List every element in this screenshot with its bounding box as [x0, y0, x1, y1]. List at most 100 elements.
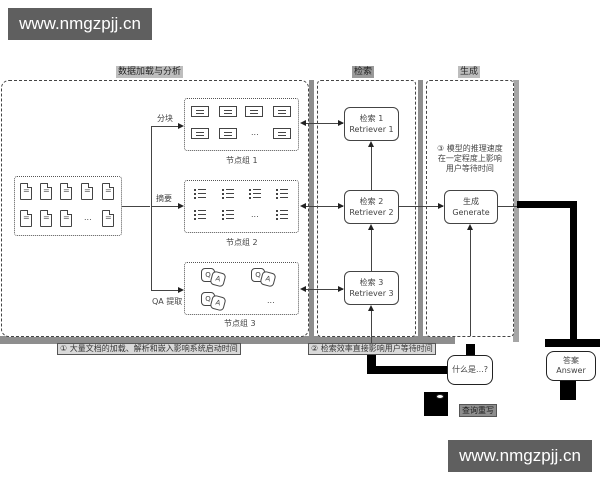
flow-line-gen-query [466, 344, 475, 356]
chunk-icon [273, 128, 291, 139]
answer-bubble-icon: A [209, 270, 227, 288]
lane-title-retrieve: 检索 [352, 66, 375, 78]
flow-line-query-v [367, 346, 376, 374]
chunk-icon [191, 106, 209, 117]
chunk-icon [219, 128, 237, 139]
arrow-right-icon [178, 203, 184, 209]
branch-label-summary: 摘要 [156, 194, 172, 203]
answer-bubble-icon: A [259, 270, 277, 288]
arrow-up-icon [368, 141, 374, 147]
documents-group: ... [14, 176, 122, 236]
arrow-left-icon [300, 120, 306, 126]
answer-tail [560, 381, 576, 400]
generate-en: Generate [452, 208, 490, 217]
list-icon [222, 189, 234, 200]
retriever-1-en: Retriever 1 [349, 125, 394, 134]
arrow-up-icon [467, 224, 473, 230]
separator-bar-3 [513, 80, 519, 342]
list-icon [194, 189, 206, 200]
retriever-2-cn: 检索 2 [359, 197, 384, 206]
node-group-2: ... [184, 180, 299, 233]
node-group-1-label: 节点组 1 [226, 156, 258, 165]
node-group-3: Q A Q A Q A ... [184, 262, 299, 315]
branch-summary-line [151, 206, 181, 207]
generate-node: 生成 Generate [444, 190, 498, 224]
document-icon [102, 210, 114, 227]
link-g3-r3 [303, 289, 343, 290]
retriever-1-cn: 检索 1 [359, 114, 384, 123]
retriever-2-en: Retriever 2 [349, 208, 394, 217]
flow-line-output-v [570, 201, 577, 346]
separator-bar-1 [309, 80, 314, 342]
document-icon [40, 210, 52, 227]
list-icon [276, 189, 288, 200]
link-query-r3 [371, 311, 372, 346]
retriever-3-cn: 检索 3 [359, 278, 384, 287]
retriever-3-node: 检索 3 Retriever 3 [344, 271, 399, 305]
document-icon [81, 183, 93, 200]
retriever-2-node: 检索 2 Retriever 2 [344, 190, 399, 224]
retriever-1-node: 检索 1 Retriever 1 [344, 107, 399, 141]
branch-label-qa: QA 提取 [152, 297, 183, 306]
document-icon [20, 183, 32, 200]
arrow-right-icon [338, 120, 344, 126]
answer-en: Answer [556, 366, 586, 375]
arrow-right-icon [178, 287, 184, 293]
flow-line-output-h [517, 201, 577, 208]
list-icon [276, 210, 288, 221]
watermark-top: www.nmgzpjj.cn [8, 8, 152, 40]
note-2: ② 检索效率直接影响用户等待时间 [308, 343, 436, 355]
list-icon [249, 189, 261, 200]
lane-title-generate: 生成 [458, 66, 481, 78]
arrow-left-icon [300, 203, 306, 209]
link-query-gen [470, 230, 471, 336]
query-bubble: 什么是...? [447, 355, 493, 385]
document-icon [102, 183, 114, 200]
document-icon [60, 183, 72, 200]
branch-label-chunk: 分块 [157, 114, 173, 123]
watermark-bottom: www.nmgzpjj.cn [448, 440, 592, 472]
note-1: ① 大量文档的加载、解析和嵌入影响系统启动时间 [57, 343, 241, 355]
flow-line-answer-top [545, 339, 600, 347]
group3-ellipsis: ... [267, 296, 275, 305]
branch-chunk-line [151, 126, 181, 127]
docs-connector [122, 206, 150, 207]
chunk-icon [245, 106, 263, 117]
note-3-line-3: 用户等待时间 [445, 164, 494, 173]
group2-ellipsis: ... [251, 210, 259, 219]
arrow-up-icon [368, 305, 374, 311]
query-rewrite-label: 查询重写 [459, 404, 497, 417]
node-group-3-label: 节点组 3 [224, 319, 256, 328]
answer-bubble-icon: A [209, 294, 227, 312]
chunk-icon [219, 106, 237, 117]
link-g2-r2 [303, 206, 343, 207]
note-3-line-2: 在一定程度上影响 [437, 154, 502, 163]
link-r2-gen [399, 206, 443, 207]
bottom-bar [0, 336, 455, 344]
flow-line-query-h [367, 366, 449, 374]
note-3-line-1: ③ 模型的推理速度 [437, 144, 503, 153]
chunk-icon [191, 128, 209, 139]
retriever-3-en: Retriever 3 [349, 289, 394, 298]
arrow-right-icon [438, 203, 444, 209]
branch-trunk [151, 126, 152, 291]
arrow-up-icon [368, 224, 374, 230]
arrow-right-icon [338, 286, 344, 292]
user-icon [436, 394, 444, 399]
chunk-icon [273, 106, 291, 117]
answer-bubble: 答案 Answer [546, 351, 596, 381]
document-icon [20, 210, 32, 227]
arrow-right-icon [338, 203, 344, 209]
answer-cn: 答案 [563, 356, 579, 365]
document-icon [40, 183, 52, 200]
branch-qa-line [151, 290, 181, 291]
note-3: ③ 模型的推理速度 在一定程度上影响 用户等待时间 [437, 144, 503, 174]
link-r3-r2 [371, 230, 372, 271]
list-icon [222, 210, 234, 221]
arrow-right-icon [178, 123, 184, 129]
link-gen-out [498, 206, 518, 207]
arrow-left-icon [300, 286, 306, 292]
node-group-1: ... [184, 98, 299, 151]
group1-ellipsis: ... [251, 128, 259, 137]
separator-bar-2 [418, 80, 423, 342]
